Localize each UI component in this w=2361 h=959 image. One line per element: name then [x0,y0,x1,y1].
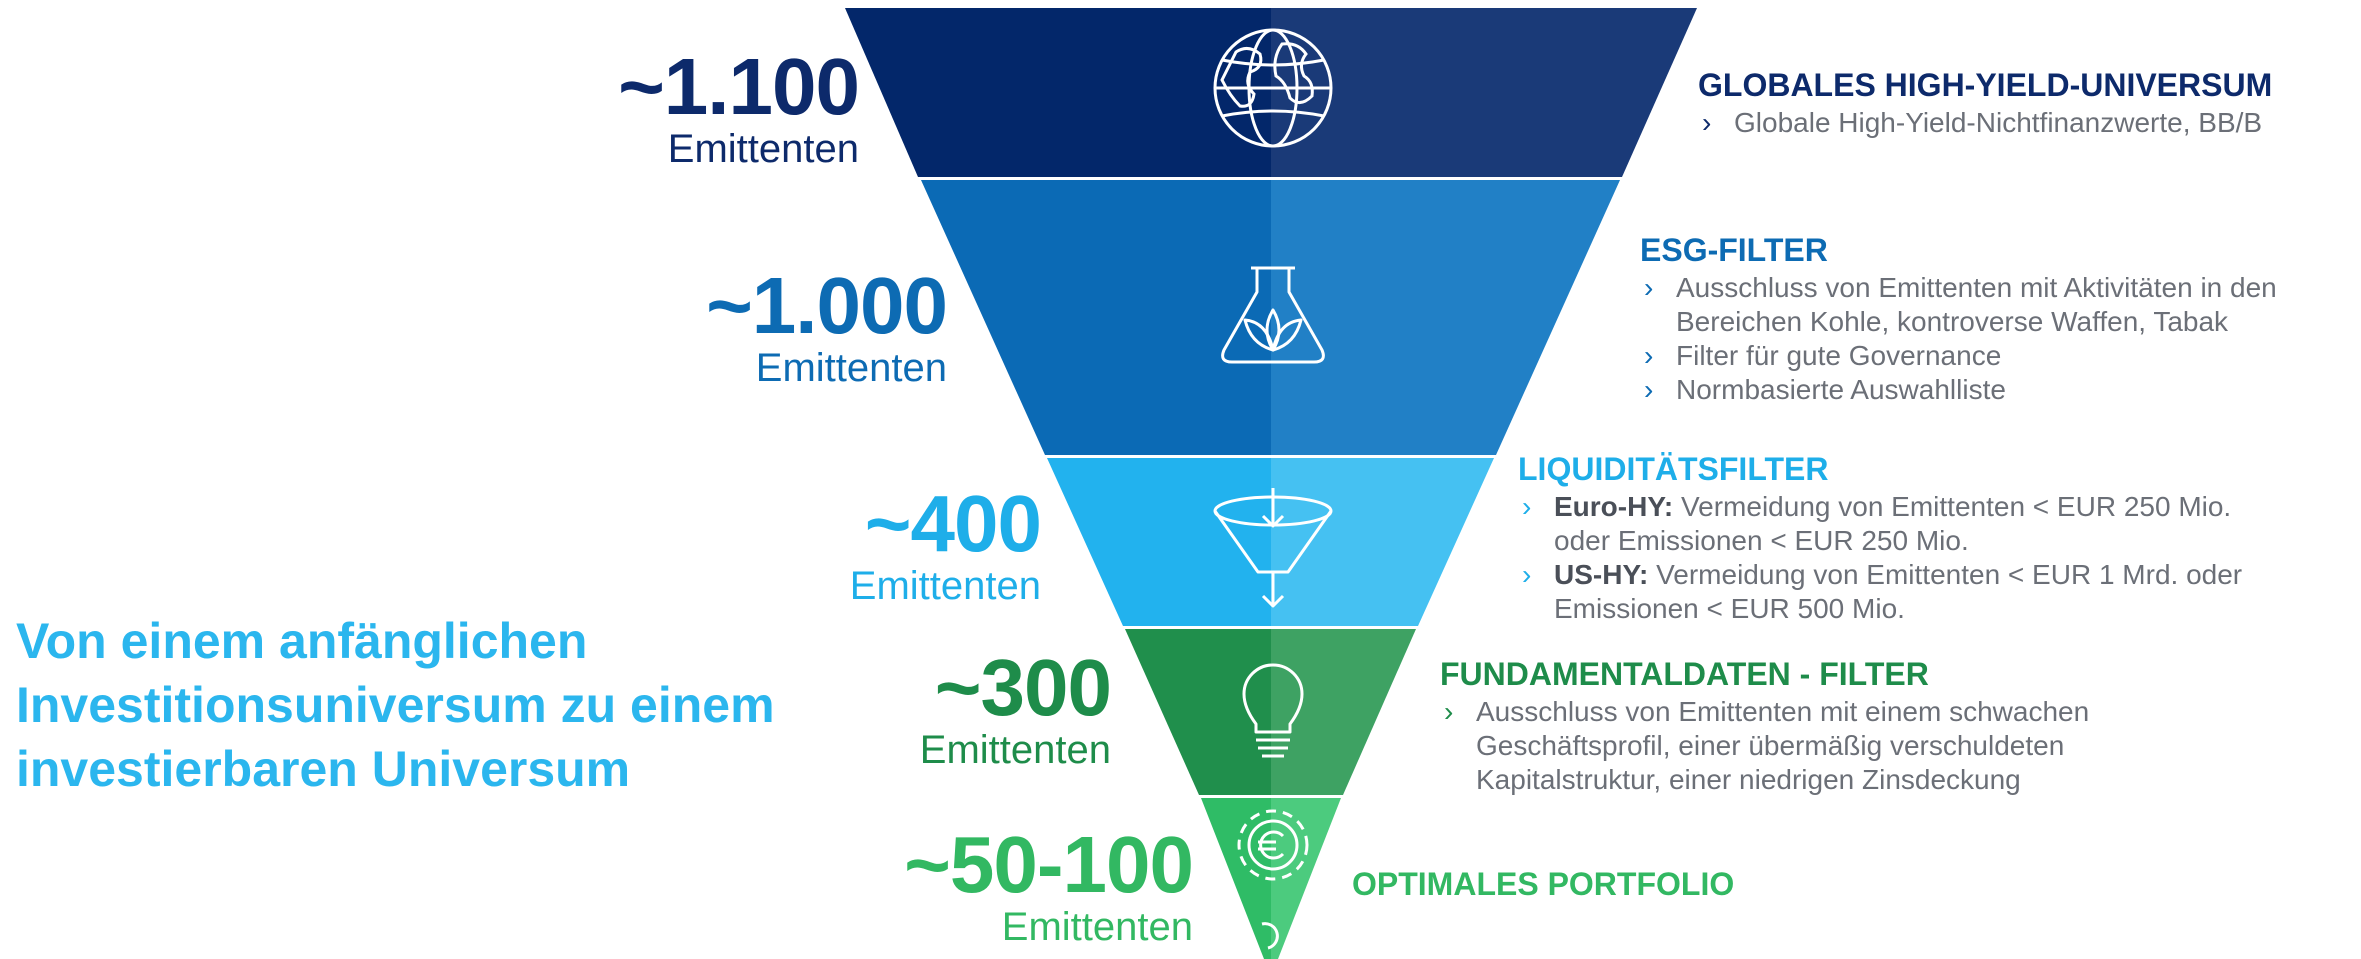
tier-5-band [1201,798,1271,959]
tier-3-count-unit: Emittenten [849,564,1041,608]
chevron-right-icon: › [1702,107,1712,138]
tier-4-description: FUNDAMENTALDATEN - FILTER › Ausschluss vo… [1440,655,2180,797]
tier-3-heading: LIQUIDITÄTSFILTER [1518,451,1829,487]
tier-2-band-shade [1271,180,1620,455]
tier-4-bullet: › Ausschluss von Emittenten mit einem sch… [1440,695,2180,797]
tier-5-description: OPTIMALES PORTFOLIO [1352,865,1952,903]
chevron-right-icon: › [1444,696,1454,727]
headline-line-2: Investitionsuniversum zu einem [16,677,775,733]
tier-3-description: LIQUIDITÄTSFILTER › Euro-HY: Vermeidung v… [1518,450,2248,626]
lightbulb-icon [1242,663,1304,758]
tier-3-count: ~400 Emittenten [849,479,1042,609]
tier-3-count-value: ~400 [864,479,1042,568]
tier-2-bullet: › Normbasierte Auswahlliste [1640,373,2355,407]
tier-1-bullet: › Globale High-Yield-Nichtfinanzwerte, BB… [1698,106,2348,140]
tier-2-bullet: › Filter für gute Governance [1640,339,2355,373]
tier-3-band-shade [1271,458,1494,626]
tier-2-heading: ESG-FILTER [1640,232,1828,268]
chevron-right-icon: › [1644,340,1654,371]
tier-1-heading: GLOBALES HIGH-YIELD-UNIVERSUM [1698,67,2273,103]
tier-4-bullets: › Ausschluss von Emittenten mit einem sch… [1440,695,2180,797]
tier-1-count-value: ~1.100 [618,42,860,131]
chevron-right-icon: › [1644,374,1654,405]
tier-5-band-shade [1271,798,1341,959]
tier-1-count: ~1.100 Emittenten [618,42,860,172]
flask-leaf-icon [1221,266,1325,364]
tier-3-bullet-bold: Euro-HY: [1554,491,1674,522]
tier-2-bullets: › Ausschluss von Emittenten mit Aktivität… [1640,271,2355,407]
tier-2-bullet: › Ausschluss von Emittenten mit Aktivität… [1640,271,2355,339]
tier-3-bullets: › Euro-HY: Vermeidung von Emittenten < EU… [1518,490,2248,626]
tier-3-bullet-bold: US-HY: [1554,559,1649,590]
tier-3-bullet: › Euro-HY: Vermeidung von Emittenten < EU… [1518,490,2248,558]
funnel-icon [1213,488,1333,608]
tier-4-band [1125,629,1271,795]
tier-4-heading: FUNDAMENTALDATEN - FILTER [1440,656,1929,692]
tier-5-count-unit: Emittenten [1001,905,1193,949]
tier-1-bullet-text: Globale High-Yield-Nichtfinanzwerte, BB/… [1734,107,2263,138]
chevron-right-icon: › [1644,272,1654,303]
tier-3-bullet: › US-HY: Vermeidung von Emittenten < EUR … [1518,558,2248,626]
globe-icon [1213,28,1333,148]
tier-2-count-unit: Emittenten [755,346,947,390]
tier-2-band [921,180,1271,455]
tier-5-count: ~50-100 Emittenten [904,820,1194,950]
chevron-right-icon: › [1522,491,1532,522]
tier-1-bullets: › Globale High-Yield-Nichtfinanzwerte, BB… [1698,106,2348,140]
headline-line-1: Von einem anfänglichen [16,613,588,669]
tier-2-bullet-text: Filter für gute Governance [1676,340,2002,371]
tier-4-count-value: ~300 [934,643,1112,732]
tier-4-bullet-text: Ausschluss von Emittenten mit einem schw… [1476,696,2090,795]
tier-1-band [845,8,1271,177]
tier-4-band-shade [1271,629,1416,795]
page-headline: Von einem anfänglichen Investitionsunive… [16,609,846,801]
tier-5-heading: OPTIMALES PORTFOLIO [1352,866,1735,902]
tier-1-count-unit: Emittenten [667,127,859,171]
headline-line-3: investierbaren Universum [16,741,631,797]
tier-5-count-value: ~50-100 [904,820,1194,909]
chevron-right-icon: › [1522,559,1532,590]
tier-3-band [1047,458,1271,626]
tier-2-bullet-text: Ausschluss von Emittenten mit Aktivitäte… [1676,272,2277,337]
tier-4-count: ~300 Emittenten [919,643,1112,773]
tier-2-count: ~1.000 Emittenten [706,261,948,391]
euro-gear-icon [1237,809,1309,950]
tier-4-count-unit: Emittenten [919,728,1111,772]
tier-1-description: GLOBALES HIGH-YIELD-UNIVERSUM › Globale H… [1698,66,2348,140]
tier-2-description: ESG-FILTER › Ausschluss von Emittenten mi… [1640,231,2355,407]
tier-3-bullet-text: Vermeidung von Emittenten < EUR 1 Mrd. o… [1554,559,2243,624]
tier-3-bullet-text: Vermeidung von Emittenten < EUR 250 Mio.… [1554,491,2232,556]
tier-1-band-shade [1271,8,1697,177]
tier-2-count-value: ~1.000 [706,261,948,350]
tier-2-bullet-text: Normbasierte Auswahlliste [1676,374,2006,405]
